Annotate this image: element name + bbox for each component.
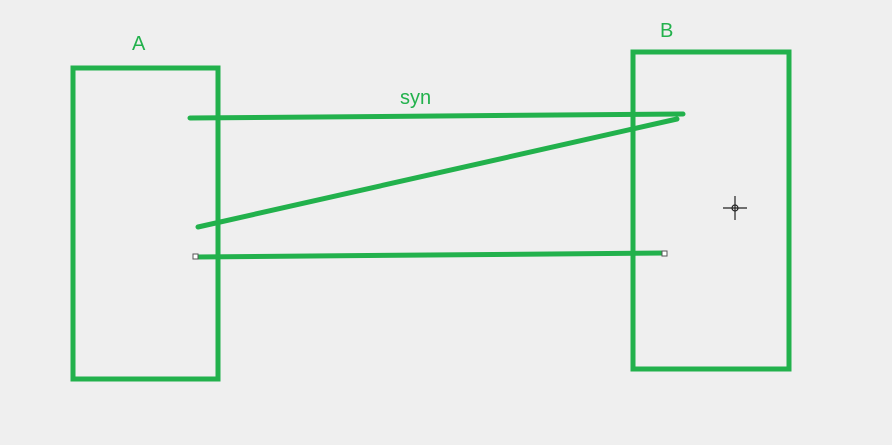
edge-lower-start-handle[interactable] — [192, 253, 199, 260]
node-a-label: A — [132, 33, 146, 55]
edge-lower-line[interactable] — [193, 250, 668, 260]
edge-syn-label: syn — [400, 87, 431, 109]
edge-diagonal[interactable] — [195, 116, 680, 230]
node-a-box[interactable] — [70, 65, 221, 382]
edge-lower-end-handle[interactable] — [661, 250, 668, 257]
node-b-box[interactable] — [630, 49, 792, 372]
edge-syn-line[interactable] — [187, 111, 686, 121]
node-b-label: B — [660, 20, 673, 42]
node-a[interactable]: A — [70, 33, 221, 382]
edge-diagonal-line[interactable] — [195, 116, 680, 230]
node-b[interactable]: B — [630, 20, 792, 372]
edge-syn[interactable]: syn — [187, 87, 686, 121]
edge-lower[interactable] — [192, 250, 668, 260]
crosshair-move-icon — [723, 196, 747, 220]
